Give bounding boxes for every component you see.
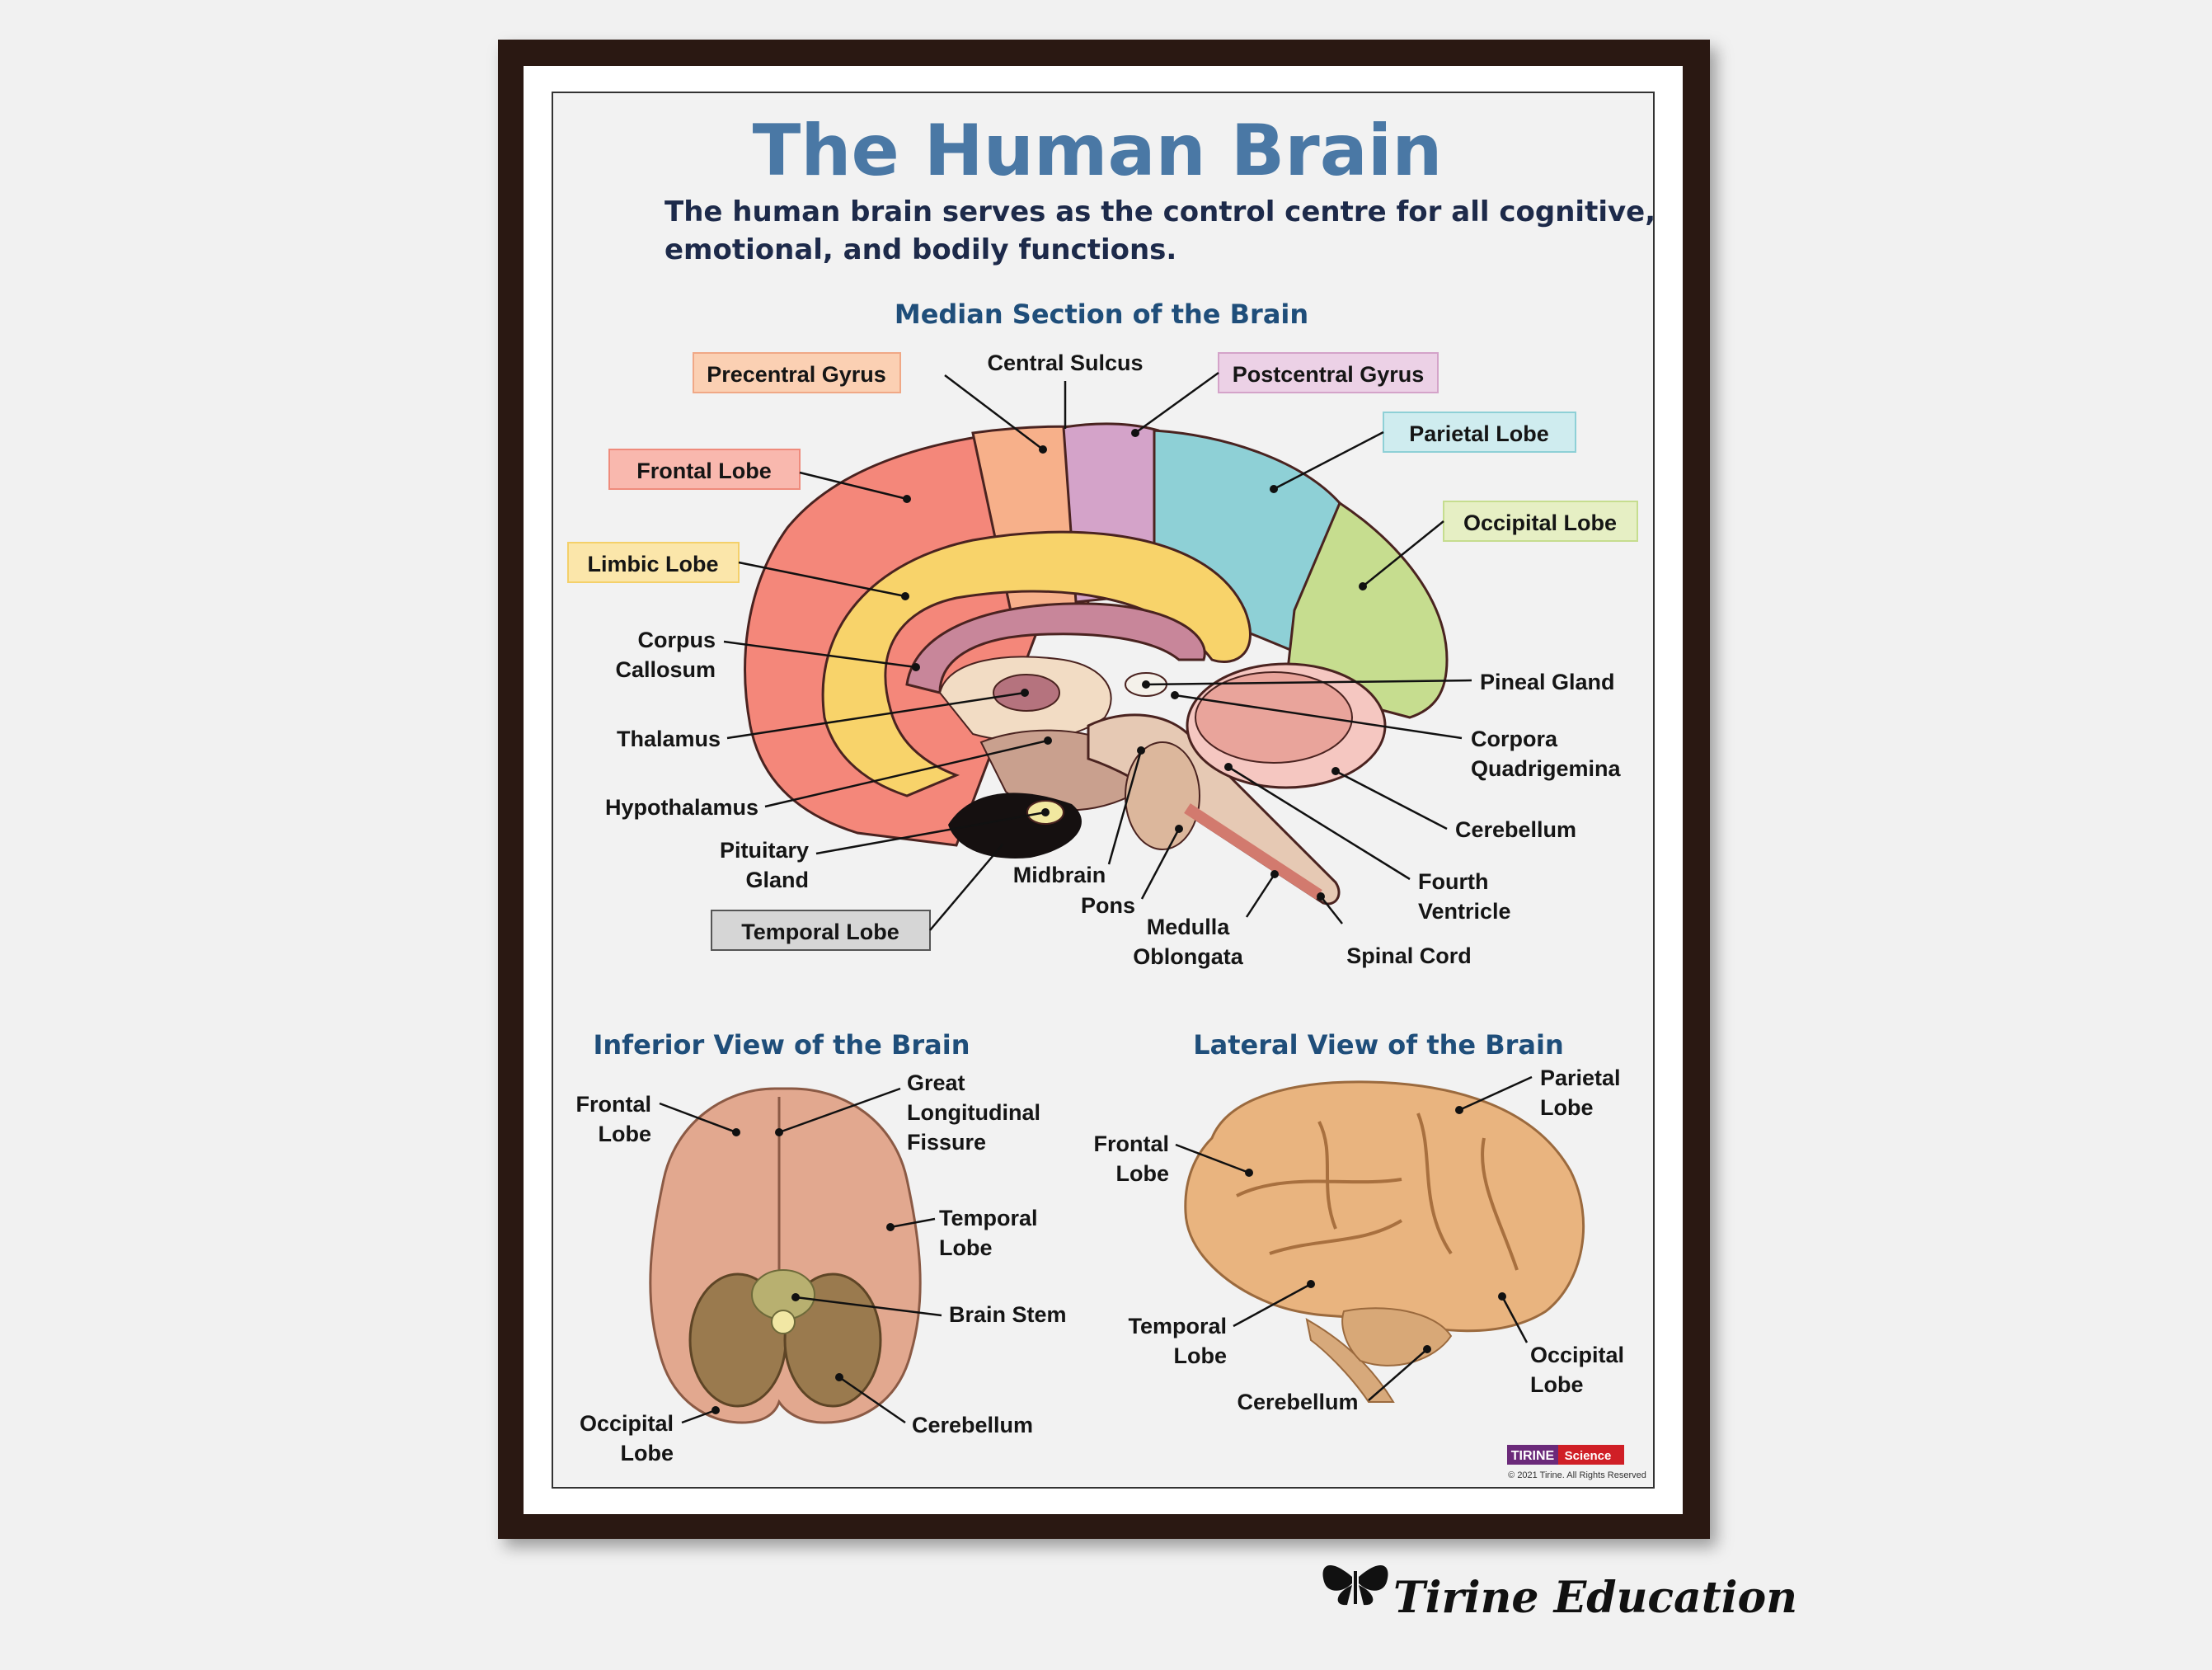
label-fourth-ventricle-1: Fourth: [1418, 869, 1488, 894]
median-section-heading: Median Section of the Brain: [895, 299, 1308, 330]
inferior-label-frontal-2: Lobe: [599, 1122, 652, 1146]
label-temporal-lobe: Temporal Lobe: [741, 920, 899, 944]
label-pituitary-gland-1: Pituitary: [720, 838, 809, 863]
lateral-label-occipital-1: Occipital: [1530, 1343, 1624, 1367]
logo-text-right: Science: [1565, 1449, 1612, 1463]
label-hypothalamus: Hypothalamus: [605, 795, 758, 820]
label-frontal-lobe: Frontal Lobe: [636, 459, 772, 483]
label-central-sulcus: Central Sulcus: [987, 350, 1143, 375]
poster-subtitle-line1: The human brain serves as the control ce…: [665, 195, 1655, 228]
butterfly-icon: [1322, 1564, 1388, 1606]
label-postcentral-gyrus: Postcentral Gyrus: [1233, 362, 1425, 387]
label-box-frontal: [608, 449, 801, 490]
lateral-view-heading: Lateral View of the Brain: [1193, 1029, 1564, 1061]
lateral-label-occipital-2: Lobe: [1530, 1372, 1584, 1397]
label-midbrain: Midbrain: [1013, 863, 1106, 887]
label-corpora-quadrigemina-2: Quadrigemina: [1471, 756, 1622, 781]
inferior-view-heading: Inferior View of the Brain: [593, 1029, 970, 1061]
inferior-brain-illustration: [649, 1087, 922, 1424]
lateral-label-parietal-2: Lobe: [1540, 1095, 1594, 1120]
label-box-postcentral: [1218, 352, 1439, 393]
lateral-leader-lines: [1175, 1075, 1533, 1401]
label-medulla-oblongata-1: Medulla: [1147, 915, 1230, 939]
lateral-label-cerebellum: Cerebellum: [1237, 1390, 1358, 1414]
median-leader-lines: [723, 371, 1472, 931]
inferior-label-fissure-1: Great: [907, 1070, 965, 1095]
lateral-label-frontal-2: Lobe: [1116, 1161, 1170, 1186]
inferior-label-temporal-1: Temporal: [939, 1206, 1038, 1230]
median-brain-illustration: [744, 422, 1449, 906]
inferior-leader-lines: [659, 1087, 942, 1424]
label-cerebellum: Cerebellum: [1455, 817, 1576, 842]
inferior-label-frontal-1: Frontal: [576, 1092, 652, 1117]
label-box-parietal: [1383, 412, 1576, 453]
lateral-label-parietal-1: Parietal: [1540, 1066, 1621, 1090]
label-corpus-callosum-2: Callosum: [615, 657, 716, 682]
label-box-temporal: [711, 910, 931, 951]
lateral-label-temporal-2: Lobe: [1174, 1343, 1228, 1368]
poster-title: The Human Brain: [753, 110, 1443, 192]
lateral-label-temporal-1: Temporal: [1128, 1314, 1227, 1338]
tirine-science-logo: TIRINE Science: [1507, 1445, 1624, 1465]
label-limbic-lobe: Limbic Lobe: [587, 552, 718, 576]
label-precentral-gyrus: Precentral Gyrus: [707, 362, 886, 387]
inferior-label-occipital-1: Occipital: [580, 1411, 674, 1436]
poster-subtitle-line2: emotional, and bodily functions.: [665, 233, 1176, 266]
inferior-label-brain-stem: Brain Stem: [949, 1302, 1067, 1327]
inferior-label-cerebellum: Cerebellum: [912, 1413, 1033, 1437]
tirine-education-signature: Tirine Education: [1393, 1573, 1797, 1623]
label-occipital-lobe: Occipital Lobe: [1463, 510, 1617, 535]
inferior-label-temporal-2: Lobe: [939, 1235, 993, 1260]
inferior-label-fissure-3: Fissure: [907, 1130, 986, 1155]
label-pituitary-gland-2: Gland: [745, 868, 809, 892]
label-pineal-gland: Pineal Gland: [1480, 670, 1615, 694]
label-parietal-lobe: Parietal Lobe: [1409, 421, 1549, 446]
inferior-label-occipital-2: Lobe: [621, 1441, 674, 1465]
label-corpora-quadrigemina-1: Corpora: [1471, 727, 1558, 751]
label-pons: Pons: [1081, 893, 1135, 918]
logo-text-left: TIRINE: [1511, 1449, 1555, 1463]
label-corpus-callosum-1: Corpus: [638, 628, 716, 652]
lateral-label-frontal-1: Frontal: [1094, 1131, 1170, 1156]
label-thalamus: Thalamus: [617, 727, 721, 751]
inferior-label-fissure-2: Longitudinal: [907, 1100, 1040, 1125]
label-box-precentral: [693, 352, 901, 393]
label-spinal-cord: Spinal Cord: [1346, 943, 1472, 968]
lateral-brain-illustration: [1184, 1080, 1585, 1403]
label-box-occipital: [1443, 501, 1638, 542]
label-fourth-ventricle-2: Ventricle: [1418, 899, 1511, 924]
label-medulla-oblongata-2: Oblongata: [1133, 944, 1243, 969]
copyright-text: © 2021 Tirine. All Rights Reserved: [1508, 1470, 1646, 1480]
